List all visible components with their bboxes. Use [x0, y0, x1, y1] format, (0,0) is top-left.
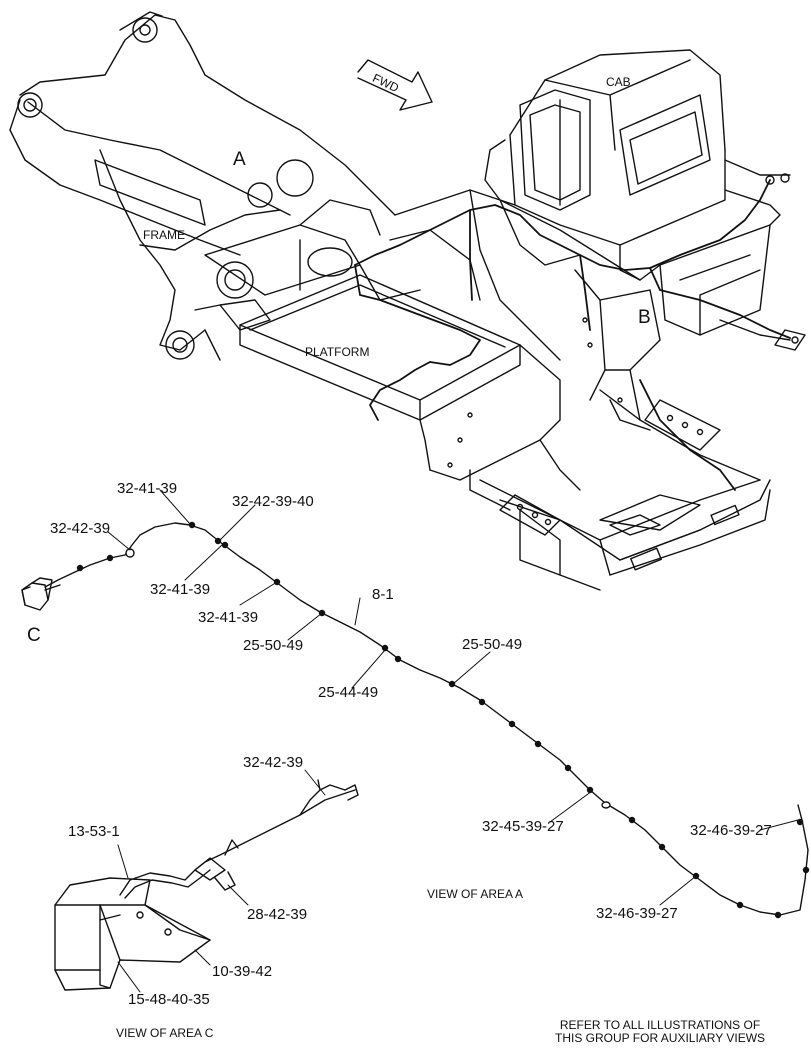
cab-drawing	[484, 49, 806, 351]
callout-32-41-39-low: 32-41-39	[198, 609, 259, 626]
callout-32-42-39-40: 32-42-39-40	[232, 493, 314, 510]
callout-32-42-39: 32-42-39	[50, 520, 111, 537]
view-a-caption: VIEW OF AREA A	[427, 887, 524, 901]
callout-10-39-42: 10-39-42	[212, 963, 273, 980]
callout-8-1: 8-1	[372, 586, 394, 603]
fwd-arrow	[357, 59, 433, 111]
callout-28-42-39: 28-42-39	[247, 906, 308, 923]
machine-frame-drawing	[9, 11, 771, 591]
harness-route-top	[354, 179, 791, 491]
platform-label: PLATFORM	[305, 345, 370, 359]
callout-c-32-42-39: 32-42-39	[243, 754, 304, 771]
area-b-letter: B	[638, 307, 651, 328]
footer-note: REFER TO ALL ILLUSTRATIONS OF THIS GROUP…	[555, 1019, 765, 1044]
callout-32-46-39-27-lower: 32-46-39-27	[596, 905, 678, 922]
frame-label: FRAME	[143, 228, 185, 242]
callout-25-50-49-right: 25-50-49	[462, 636, 523, 653]
callout-13-53-1: 13-53-1	[68, 823, 120, 840]
footer-note-line2: THIS GROUP FOR AUXILIARY VIEWS	[555, 1030, 766, 1045]
bracket-view-c	[54, 769, 359, 993]
view-c-caption: VIEW OF AREA C	[116, 1026, 214, 1040]
connector-c-letter: C	[27, 625, 41, 646]
callout-32-41-39-mid: 32-41-39	[150, 581, 211, 598]
callout-15-48-40-35: 15-48-40-35	[128, 991, 210, 1008]
callout-32-46-39-27-upper: 32-46-39-27	[690, 822, 772, 839]
area-a-letter: A	[233, 149, 246, 170]
callout-32-45-39-27: 32-45-39-27	[482, 818, 564, 835]
cab-label: CAB	[606, 75, 631, 89]
callout-32-41-39-top: 32-41-39	[117, 480, 178, 497]
footer-note-line1: REFER TO ALL ILLUSTRATIONS OF	[559, 1018, 761, 1032]
harness-view-a	[21, 489, 810, 919]
callout-25-44-49: 25-44-49	[318, 684, 379, 701]
callout-25-50-49-left: 25-50-49	[243, 637, 304, 654]
